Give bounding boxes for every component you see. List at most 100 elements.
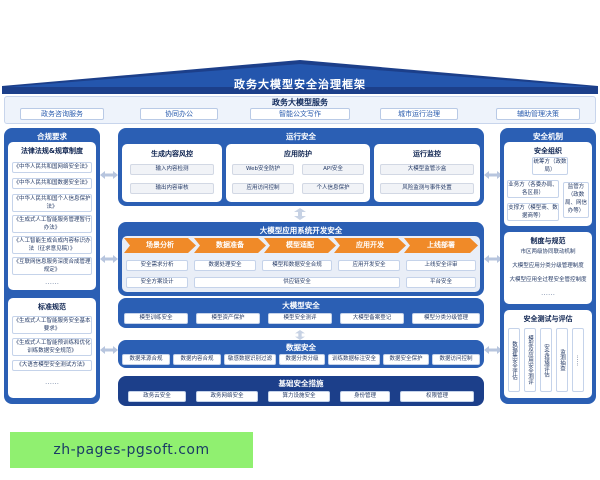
operation-item: 应用访问控制 bbox=[232, 183, 294, 194]
datasec-item: 敏感数据识别过滤 bbox=[224, 354, 276, 365]
roof-banner bbox=[2, 60, 598, 94]
stage-arrow-shape bbox=[404, 238, 478, 253]
stage-arrow: 上线部署 bbox=[404, 238, 478, 253]
rules-title: 制度与规范 bbox=[530, 237, 566, 245]
stage-label: 场景分析 bbox=[146, 241, 174, 249]
stage-arrow-shape bbox=[124, 238, 196, 253]
infra-item: 政务网络安全 bbox=[196, 391, 258, 402]
stage-arrow: 数据准备 bbox=[194, 238, 266, 253]
law-item: 《生成式人工智能服务管理暂行办法》 bbox=[12, 215, 92, 233]
modelsec-title: 大模型安全 bbox=[282, 301, 320, 310]
modelsec-item: 模型资产保护 bbox=[196, 313, 260, 324]
operation-item: 输出内容审核 bbox=[130, 183, 214, 194]
stage-arrow-shape bbox=[334, 238, 406, 253]
service-item: 政务咨询服务 bbox=[20, 108, 104, 120]
double-arrow-icon bbox=[484, 171, 502, 179]
operation-item: 个人信息保护 bbox=[302, 183, 364, 194]
law-item: 《人工智能生成合成内容标识办法（征求意见稿）》 bbox=[12, 236, 92, 254]
org-coordinator: 统筹方（政数局） bbox=[532, 157, 568, 175]
rules-item: 市区两级协同联动机制 bbox=[508, 248, 588, 259]
laws-more: …… bbox=[45, 278, 59, 286]
watermark-label: zh-pages-pgsoft.com bbox=[10, 432, 253, 468]
law-item: 《中华人民共和国个人信息保护法》 bbox=[12, 194, 92, 212]
org-supervisor: 监管方（政数局、网信办等） bbox=[563, 182, 589, 218]
rules-item: 大模型应用分类分级管理制度 bbox=[508, 262, 588, 273]
devsec-item: 数据处理安全 bbox=[194, 260, 256, 271]
mechanism-title: 安全机制 bbox=[533, 132, 563, 141]
datasec-title: 数据安全 bbox=[286, 343, 316, 352]
operation-item: Web安全防护 bbox=[232, 164, 294, 175]
operation-item: 风险监测与事件处置 bbox=[380, 183, 474, 194]
datasec-item: 训练数据标注安全 bbox=[328, 354, 380, 365]
operation-item: 输入内容检测 bbox=[130, 164, 214, 175]
laws-title: 法律法规&规章制度 bbox=[20, 147, 84, 155]
modelsec-item: 大模型备案登记 bbox=[340, 313, 404, 324]
org-title: 安全组织 bbox=[534, 147, 562, 155]
stage-label: 上线部署 bbox=[427, 241, 455, 249]
standard-item: 《大语言模型安全测试方法》 bbox=[12, 360, 92, 371]
devsec-item: 模型和数据安全合规 bbox=[262, 260, 332, 271]
modelsec-item: 模型安全测评 bbox=[268, 313, 332, 324]
testing-title: 安全测试与评估 bbox=[523, 315, 573, 323]
vertical-double-arrow-icon bbox=[295, 330, 305, 340]
org-support: 支撑方（模型商、数据商等） bbox=[507, 203, 559, 221]
rules-more: …… bbox=[541, 289, 555, 297]
double-arrow-icon bbox=[484, 346, 502, 354]
testing-item: 安全措施评估 bbox=[540, 328, 552, 392]
datasec-item: 数据内容合规 bbox=[173, 354, 221, 365]
infra-item: 算力设施安全 bbox=[268, 391, 330, 402]
law-item: 《中华人民共和国数据安全法》 bbox=[12, 178, 92, 189]
stage-arrow: 场景分析 bbox=[124, 238, 196, 253]
law-item: 《中华人民共和国网络安全法》 bbox=[12, 162, 92, 173]
modelsec-item: 模型分类分级管理 bbox=[412, 313, 480, 324]
standard-item: 《生成式人工智能预训练和优化训练数据安全规范》 bbox=[12, 338, 92, 356]
org-business: 业务方（各委办局、各区县） bbox=[507, 180, 559, 198]
devsec-item: 安全方案设计 bbox=[126, 277, 188, 288]
modelsec-item: 模型训练安全 bbox=[124, 313, 188, 324]
standards-title: 标准规范 bbox=[38, 303, 66, 311]
operation-group-title: 运行监控 bbox=[413, 150, 441, 158]
standards-more: …… bbox=[45, 378, 59, 386]
datasec-item: 数据访问控制 bbox=[432, 354, 480, 365]
devsec-item: 平台安全 bbox=[406, 277, 476, 288]
law-item: 《互联网信息服务深度合成管理规定》 bbox=[12, 257, 92, 275]
testing-item: 监测抽查 bbox=[556, 328, 568, 392]
stage-arrow: 应用开发 bbox=[334, 238, 406, 253]
stage-label: 数据准备 bbox=[216, 241, 244, 249]
infra-item: 身份管理 bbox=[340, 391, 390, 402]
double-arrow-icon bbox=[100, 346, 118, 354]
datasec-item: 数据来源合规 bbox=[122, 354, 170, 365]
rules-item: 大模型应用全过程安全管控制度 bbox=[508, 276, 588, 287]
operation-item: 大模型监管沙盒 bbox=[380, 164, 474, 175]
infra-title: 基础安全措施 bbox=[278, 379, 324, 388]
datasec-item: 数据安全保护 bbox=[383, 354, 429, 365]
datasec-item: 数据分类分级 bbox=[279, 354, 325, 365]
service-item: 智能公文写作 bbox=[250, 108, 350, 120]
infra-item: 政务云安全 bbox=[128, 391, 186, 402]
services-title: 政务大模型服务 bbox=[272, 98, 328, 107]
devsec-item: 供应链安全 bbox=[194, 277, 400, 288]
stage-label: 模型适配 bbox=[286, 241, 314, 249]
testing-item: 数据集安全评估 bbox=[508, 328, 520, 392]
devsec-title: 大模型应用系统开发安全 bbox=[259, 226, 343, 235]
operation-group-title: 应用防护 bbox=[284, 150, 312, 158]
standard-item: 《生成式人工智能服务安全基本要求》 bbox=[12, 316, 92, 334]
devsec-item: 上线安全评审 bbox=[406, 260, 476, 271]
stage-arrow: 模型适配 bbox=[264, 238, 336, 253]
testing-item: 模型及应用安全测评 bbox=[524, 328, 536, 392]
vertical-double-arrow-icon bbox=[294, 208, 306, 220]
stage-arrow-shape bbox=[194, 238, 266, 253]
testing-more: …… bbox=[572, 328, 584, 392]
operation-title: 运行安全 bbox=[286, 132, 316, 141]
devsec-item: 安全需求分析 bbox=[126, 260, 188, 271]
page-title: 政务大模型安全治理框架 bbox=[234, 78, 366, 91]
stage-label: 应用开发 bbox=[356, 241, 384, 249]
service-item: 辅助管理决策 bbox=[496, 108, 580, 120]
stage-arrow-shape bbox=[264, 238, 336, 253]
operation-item: API安全 bbox=[302, 164, 364, 175]
operation-group-title: 生成内容风控 bbox=[151, 150, 193, 158]
devsec-item: 应用开发安全 bbox=[338, 260, 400, 271]
double-arrow-icon bbox=[484, 255, 502, 263]
service-item: 城市运行治理 bbox=[380, 108, 458, 120]
double-arrow-icon bbox=[100, 171, 118, 179]
